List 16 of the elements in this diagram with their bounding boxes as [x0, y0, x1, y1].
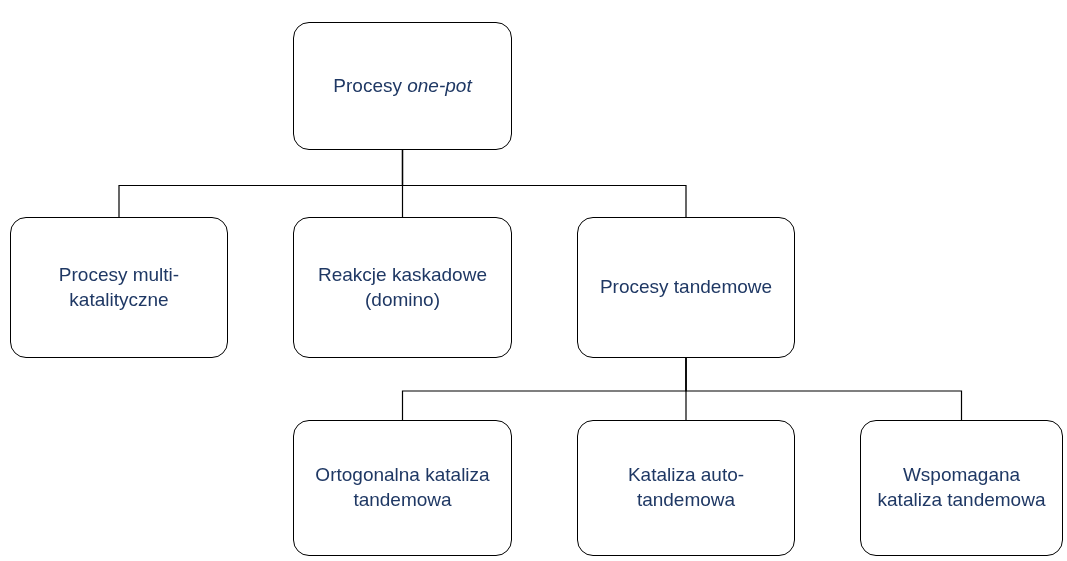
- box-label: Wspomagana kataliza tandemowa: [876, 463, 1047, 512]
- process-box: [577, 420, 795, 556]
- box-label: Reakcje kaskadowe (domino): [317, 262, 488, 312]
- connector-line: [401, 149, 687, 218]
- box-label: Procesy one-pot: [333, 73, 472, 98]
- connector-line: [685, 357, 963, 421]
- box-label: Procesy multi-katalityczne: [57, 262, 181, 312]
- box-label: Ortogonalna kataliza tandemowa: [314, 463, 491, 512]
- process-box: [293, 22, 512, 150]
- process-box: [577, 217, 795, 358]
- process-box: [293, 217, 512, 358]
- box-label: Procesy tandemowe: [599, 275, 773, 300]
- process-box: [860, 420, 1063, 556]
- process-box: [293, 420, 512, 556]
- process-box: [10, 217, 228, 358]
- box-label: Kataliza auto-tandemowa: [626, 463, 746, 512]
